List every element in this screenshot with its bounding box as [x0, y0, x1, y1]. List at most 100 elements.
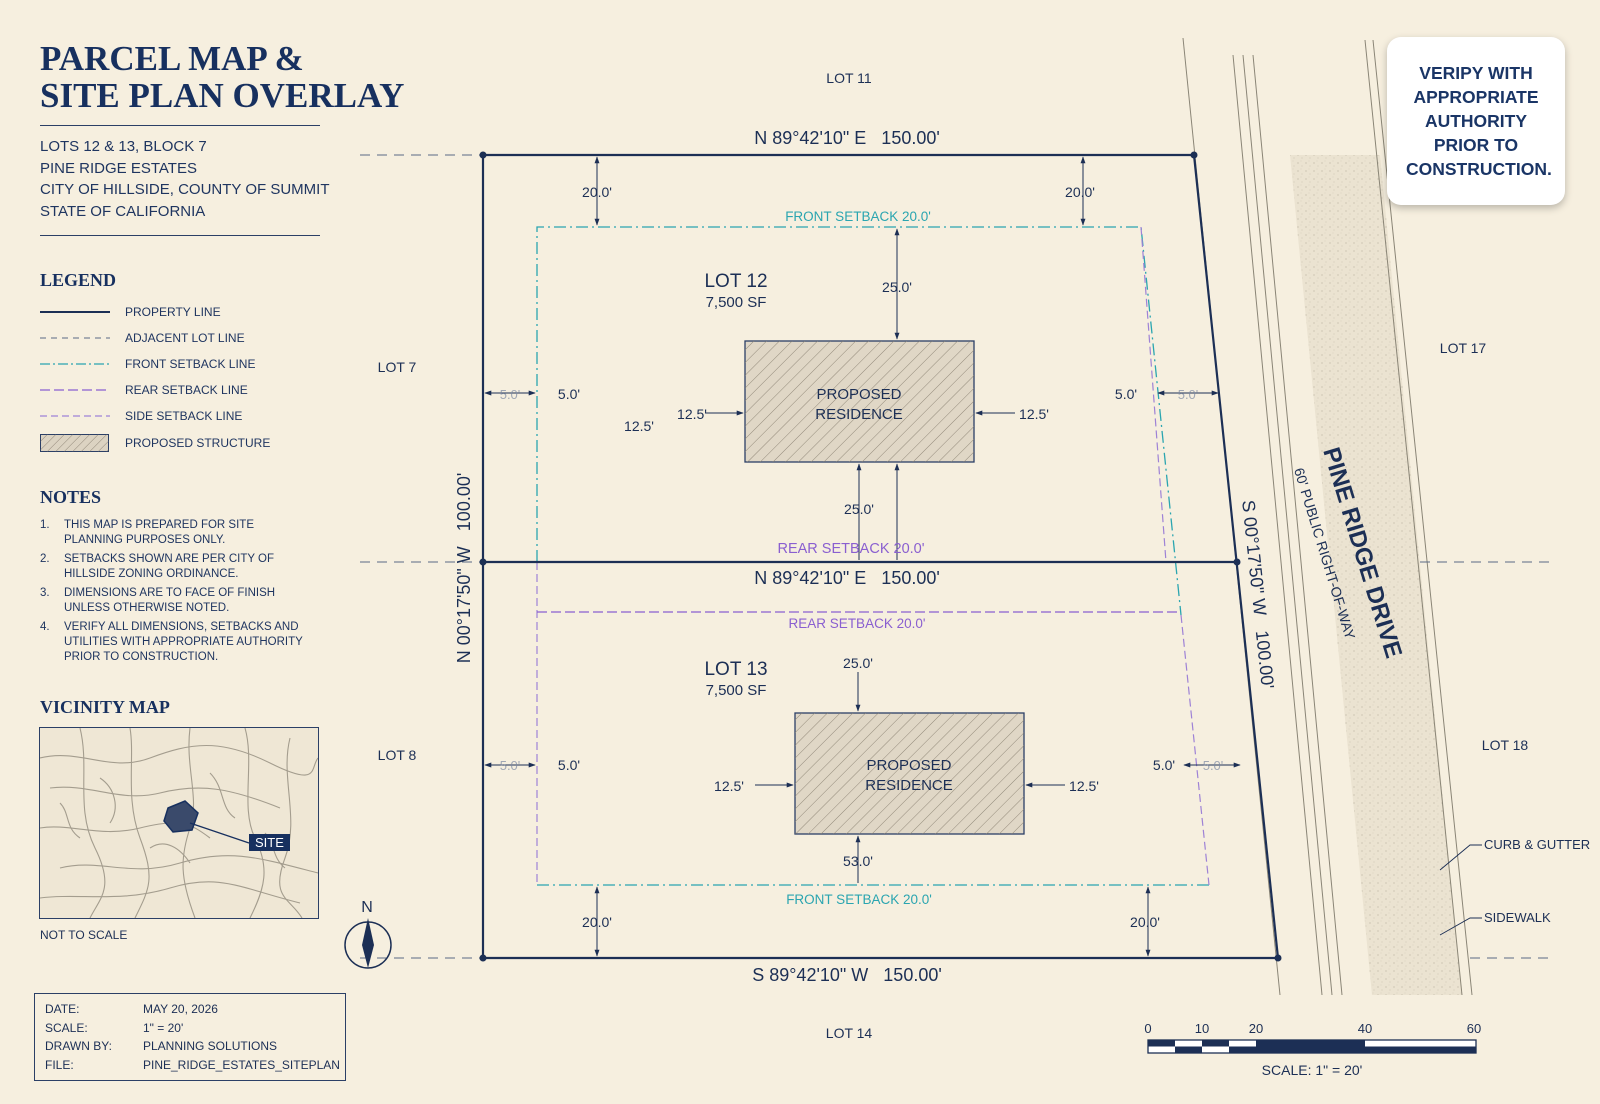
scale-tick-label: 60 [1467, 1021, 1481, 1036]
title-line-1: PARCEL MAP & [40, 39, 304, 78]
address-line: CITY OF HILLSIDE, COUNTY OF SUMMIT [40, 181, 330, 198]
scale-bar [1147, 1039, 1477, 1054]
note-item: 3. DIMENSIONS ARE TO FACE OF FINISH UNLES… [40, 586, 310, 616]
property-line-swatch [40, 302, 110, 322]
dimension-label: 12.5' [624, 418, 654, 434]
notes-list: 1. THIS MAP IS PREPARED FOR SITE PLANNING… [40, 518, 310, 669]
vicinity-streets [40, 728, 318, 918]
dimension-label: 25.0' [882, 279, 912, 295]
legend-item: PROPOSED STRUCTURE [40, 433, 270, 453]
page-title: PARCEL MAP & SITE PLAN OVERLAY [40, 40, 404, 114]
vicinity-map: SITE [39, 727, 319, 919]
legend-item: PROPERTY LINE [40, 302, 221, 322]
legend-label: PROPERTY LINE [125, 305, 221, 319]
title-block-value: MAY 20, 2026 [143, 1002, 218, 1017]
dimension-lines [484, 156, 1241, 957]
scale-tick-label: 40 [1358, 1021, 1372, 1036]
legend-item: REAR SETBACK LINE [40, 380, 248, 400]
dimension-label: 12.5' [714, 778, 744, 794]
notes-heading: NOTES [40, 487, 102, 507]
title-block-value: 1" = 20' [143, 1020, 184, 1035]
adjacent-lot-14: LOT 14 [826, 1025, 873, 1041]
note-text: VERIFY ALL DIMENSIONS, SETBACKS AND UTIL… [64, 621, 303, 663]
dimension-label: 20.0' [1130, 914, 1160, 930]
ghost-dimension-label: 5.0' [1178, 387, 1199, 402]
note-text: DIMENSIONS ARE TO FACE OF FINISH UNLESS … [64, 587, 276, 614]
title-block-row: DATE: MAY 20, 2026 [35, 1000, 345, 1019]
note-number: 2. [40, 553, 50, 565]
address-block: LOTS 12 & 13, BLOCK 7 PINE RIDGE ESTATES… [40, 136, 329, 222]
legend-item: ADJACENT LOT LINE [40, 328, 245, 348]
dimension-label: 20.0' [582, 914, 612, 930]
dimension-label: 25.0' [844, 501, 874, 517]
adjacent-lot-8: LOT 8 [378, 747, 417, 763]
dimension-label: 20.0' [1065, 184, 1095, 200]
note-number: 1. [40, 519, 50, 531]
scale-tick-label: 0 [1144, 1021, 1151, 1036]
side-setback-line-swatch [40, 406, 110, 426]
dimension-label: 53.0' [843, 853, 873, 869]
lot13-residence-label: PROPOSED [866, 757, 951, 774]
not-to-scale-note: NOT TO SCALE [40, 928, 128, 942]
dimension-label: 12.5' [1019, 406, 1049, 422]
site-parcel [163, 800, 199, 833]
dimension-label: 20.0' [582, 184, 612, 200]
note-number: 3. [40, 587, 50, 599]
sidewalk-label: SIDEWALK [1484, 910, 1551, 925]
dimension-label: 5.0' [1115, 386, 1137, 402]
lot13-residence-label: RESIDENCE [865, 777, 953, 794]
adjacent-lot-18: LOT 18 [1482, 737, 1529, 753]
scale-label: SCALE: 1" = 20' [1262, 1062, 1363, 1078]
legend-item: SIDE SETBACK LINE [40, 406, 242, 426]
curb-and-gutter-label: CURB & GUTTER [1484, 837, 1590, 852]
lot12-residence-label: PROPOSED [816, 386, 901, 403]
lot13-name: LOT 13 [704, 659, 767, 680]
bearing-north: N 89°42'10" E 150.00' [754, 128, 940, 148]
verify-callout: VERIPY WITH APPROPRIATE AUTHORITY PRIOR … [1387, 37, 1565, 205]
dimension-label: 5.0' [1153, 757, 1175, 773]
scale-tick-label: 20 [1249, 1021, 1263, 1036]
note-item: 2.SETBACKS SHOWN ARE PER CITY OF HILLSID… [40, 552, 310, 582]
note-text: THIS MAP IS PREPARED FOR SITE PLANNING P… [64, 519, 254, 546]
bearing-west: N 00°17'50" W 100.00' [454, 473, 474, 664]
adjacent-lot-line-swatch [40, 328, 110, 348]
bearing-south: S 89°42'10" W 150.00' [752, 965, 942, 985]
ghost-dimension-label: 5.0' [1203, 758, 1224, 773]
note-number: 4. [40, 621, 50, 633]
lot13-residence-hatch [795, 713, 1024, 834]
rear-setback-label: REAR SETBACK 20.0' [789, 616, 926, 631]
title-block-key: DATE: [45, 1002, 80, 1017]
address-line: STATE OF CALIFORNIA [40, 202, 206, 220]
title-block-key: SCALE: [45, 1020, 88, 1035]
divider [40, 235, 320, 236]
lot12-name: LOT 12 [704, 271, 767, 292]
front-setback-label: FRONT SETBACK 20.0' [785, 209, 931, 224]
lot12-residence-hatch [745, 341, 974, 462]
dimension-label: 12.5' [1069, 778, 1099, 794]
address-line: PINE RIDGE ESTATES [40, 159, 197, 177]
note-item: 4. VERIFY ALL DIMENSIONS, SETBACKS AND UT… [40, 620, 310, 665]
lot12-residence-label: RESIDENCE [815, 406, 903, 423]
title-block-value: PINE_RIDGE_ESTATES_SITEPLAN [143, 1057, 340, 1072]
legend-heading: LEGEND [40, 270, 117, 290]
front-setback-label: FRONT SETBACK 20.0' [786, 892, 932, 907]
verify-callout-text: VERIPY WITH APPROPRIATE AUTHORITY PRIOR … [1406, 63, 1552, 179]
legend-label: PROPOSED STRUCTURE [125, 436, 271, 450]
dimension-label: 12.5' [677, 406, 707, 422]
title-block-value: PLANNING SOLUTIONS [143, 1039, 278, 1054]
title-block-row: SCALE: 1" = 20' [35, 1019, 345, 1038]
bearing-east: S 00°17'50" W 100.00' [1238, 499, 1278, 690]
street-texture [1290, 155, 1462, 995]
address-line: LOTS 12 & 13, BLOCK 7 [40, 138, 207, 155]
title-line-2: SITE PLAN OVERLAY [40, 76, 405, 115]
adjacent-lot-17: LOT 17 [1440, 340, 1487, 356]
north-arrow [344, 918, 392, 969]
property-corners [479, 151, 1282, 962]
legend-label: FRONT SETBACK LINE [125, 357, 256, 371]
ghost-dimension-label: 5.0' [500, 758, 521, 773]
note-item: 1. THIS MAP IS PREPARED FOR SITE PLANNING… [40, 518, 310, 548]
title-block-row: FILE: PINE_RIDGE_ESTATES_SITEPLAN [35, 1056, 345, 1075]
title-block-key: FILE: [45, 1057, 74, 1072]
